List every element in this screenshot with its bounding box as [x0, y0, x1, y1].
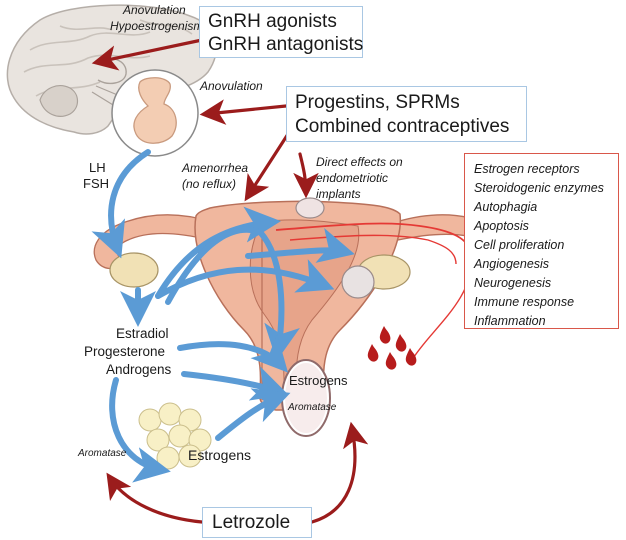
anovulation-label-top: Anovulation — [123, 3, 186, 17]
lesion-aromatase-label: Aromatase — [288, 402, 337, 413]
drug-action-arrows — [91, 38, 369, 524]
mechanism-item: Inflammation — [474, 314, 546, 328]
lesion-estrogens-label: Estrogens — [289, 373, 348, 388]
mechanism-item: Estrogen receptors — [474, 162, 580, 176]
androgens-label: Androgens — [106, 362, 172, 377]
direct-effects-label-3: implants — [316, 187, 361, 201]
combined-contraceptives-text: Combined contraceptives — [295, 116, 510, 137]
progesterone-label: Progesterone — [84, 344, 166, 359]
fat-estrogens-label: Estrogens — [188, 447, 252, 463]
progestins-sprms-text: Progestins, SPRMs — [295, 92, 460, 113]
amenorrhea-label: Amenorrhea — [182, 161, 249, 175]
uterus-illustration — [93, 197, 518, 437]
mechanism-item: Cell proliferation — [474, 238, 565, 252]
anovulation-label-mid: Anovulation — [200, 79, 263, 93]
pituitary-illustration — [111, 69, 199, 157]
fsh-label: FSH — [83, 176, 109, 191]
mechanism-item: Apoptosis — [474, 219, 529, 233]
direct-effects-label-2: endometriotic — [316, 171, 389, 185]
menstrual-blood-drops — [367, 326, 417, 370]
hypoestrogenism-label: Hypoestrogenism — [110, 19, 204, 33]
estradiol-label: Estradiol — [116, 326, 169, 341]
mechanism-item: Autophagia — [474, 200, 538, 214]
mechanism-item: Angiogenesis — [474, 257, 550, 271]
mechanism-item: Immune response — [474, 295, 575, 309]
mechanism-item: Steroidogenic enzymes — [474, 181, 604, 195]
direct-effects-label-1: Direct effects on — [316, 155, 403, 169]
letrozole-box: Letrozole — [202, 507, 312, 538]
mechanisms-box: Estrogen receptors Steroidogenic enzymes… — [464, 153, 619, 329]
letrozole-text: Letrozole — [212, 512, 291, 533]
gnrh-drugs-box: GnRH agonists GnRH antagonists — [199, 6, 363, 58]
mechanism-item: Neurogenesis — [474, 276, 552, 290]
gnrh-agonists-text: GnRH agonists — [208, 11, 337, 32]
fat-aromatase-label: Aromatase — [78, 448, 127, 459]
gnrh-antagonists-text: GnRH antagonists — [208, 34, 364, 55]
progestins-box: Progestins, SPRMs Combined contraceptive… — [286, 86, 527, 142]
no-reflux-label: (no reflux) — [182, 177, 237, 191]
lh-label: LH — [89, 160, 106, 175]
hormone-flow-arrows — [91, 149, 355, 483]
